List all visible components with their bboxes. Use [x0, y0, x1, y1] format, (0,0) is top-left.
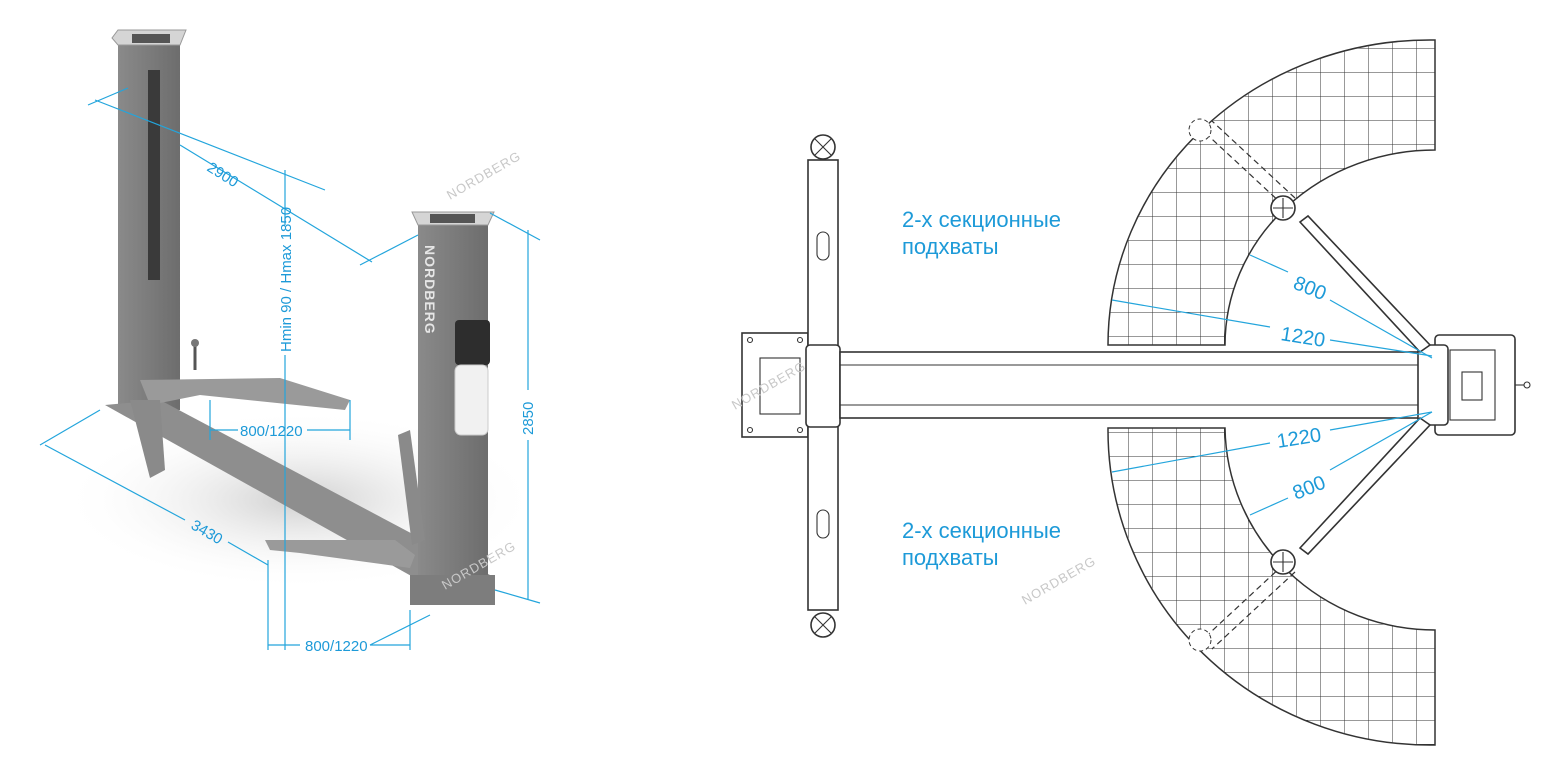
right-arm-rear [398, 430, 425, 545]
lower-arm-label-line2: подхваты [902, 545, 999, 570]
upper-arm [1188, 118, 1432, 354]
left-column-plate [741, 332, 809, 438]
right-column: NORDBERG [410, 211, 495, 605]
top-view: 800 1220 1220 800 2-х секционные подхват… [729, 39, 1531, 746]
upper-arm-label-line2: подхваты [902, 234, 999, 259]
reach-dimensions [1111, 254, 1433, 516]
lower-arm [1188, 416, 1432, 652]
lower-reach-zone [1107, 427, 1436, 746]
right-arm-front [265, 540, 415, 568]
left-arm-front [130, 400, 165, 478]
left-column [111, 29, 187, 410]
upper-reach-zone [1107, 39, 1436, 346]
oil-tank [454, 364, 489, 436]
lower-arm-long-dim: 1220 [1275, 424, 1322, 453]
motor [455, 320, 490, 365]
upper-arm-label-line1: 2-х секционные [902, 207, 1061, 232]
column-logo: NORDBERG [422, 245, 438, 335]
upper-arm-long-dim: 1220 [1279, 323, 1326, 352]
isometric-view: NORDBERG 2900 Hmin 90 / Hmax 1850 2850 8… [39, 29, 541, 655]
dim-width: 2900 [204, 159, 241, 191]
dim-total-height: 2850 [520, 402, 537, 435]
dim-arm-reach-lower: 800/1220 [305, 638, 368, 655]
dimension-lines [39, 87, 541, 650]
pad-icon [810, 612, 836, 638]
lower-arm-label-line1: 2-х секционные [902, 518, 1061, 543]
left-arm-rear [140, 378, 350, 410]
upper-arm-short-dim: 800 [1290, 272, 1329, 305]
pad-icon [810, 134, 836, 160]
dim-arm-reach-upper: 800/1220 [240, 423, 303, 440]
watermark: NORDBERG [444, 148, 523, 203]
base-beam-top [839, 351, 1429, 419]
lower-arm-short-dim: 800 [1290, 472, 1329, 505]
dim-height-range: Hmin 90 / Hmax 1850 [278, 207, 295, 352]
watermark: NORDBERG [1019, 553, 1098, 608]
